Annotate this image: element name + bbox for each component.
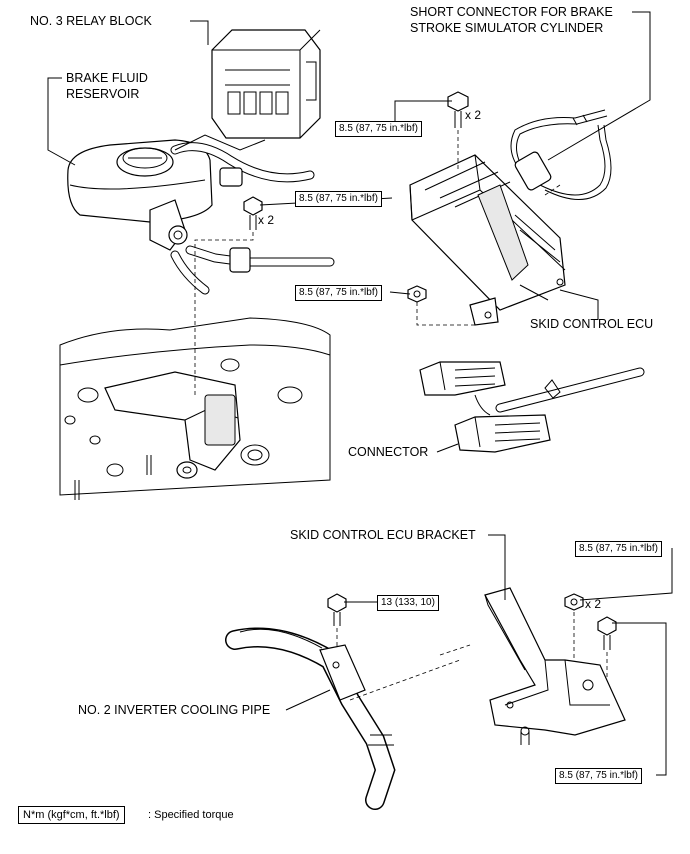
connector-part: [419, 361, 645, 453]
skid-ecu-label: SKID CONTROL ECU: [530, 317, 654, 331]
torque-spec-reservoir-bolt: 8.5 (87, 75 in.*lbf): [295, 191, 382, 207]
quantity-bracket-nut: x 2: [585, 597, 602, 611]
nut-ecu-bottom: [407, 285, 427, 303]
bolt-reservoir: [243, 196, 263, 230]
torque-spec-ecu-bolt: 8.5 (87, 75 in.*lbf): [335, 121, 422, 137]
legend-unit-box: N*m (kgf*cm, ft.*lbf): [18, 806, 125, 824]
relay-block-part: [211, 29, 321, 139]
torque-spec-ecu-nut: 8.5 (87, 75 in.*lbf): [295, 285, 382, 301]
bolt-pipe: [327, 593, 347, 626]
inverter-pipe-label: NO. 2 INVERTER COOLING PIPE: [78, 703, 271, 717]
torque-spec-bracket-nut: 8.5 (87, 75 in.*lbf): [575, 541, 662, 557]
short-connector-label-line1: SHORT CONNECTOR FOR BRAKE: [410, 5, 613, 19]
assembly-lines: [194, 130, 608, 701]
body-panel: [59, 317, 331, 500]
brake-fluid-label-line1: BRAKE FLUID: [66, 71, 148, 85]
reservoir-hoses: [170, 134, 335, 295]
inverter-pipe-part: [225, 627, 396, 810]
quantity-ecu-bolt: x 2: [465, 108, 482, 122]
reservoir-part: [67, 139, 213, 251]
skid-ecu-part: [409, 154, 566, 326]
short-connector-part: [510, 109, 612, 200]
bolt-bracket: [597, 616, 617, 650]
torque-spec-bracket-bolt: 8.5 (87, 75 in.*lbf): [555, 768, 642, 784]
short-connector-label-line2: STROKE SIMULATOR CYLINDER: [410, 21, 604, 35]
brake-fluid-label-line2: RESERVOIR: [66, 87, 140, 101]
torque-spec-pipe-bolt: 13 (133, 10): [377, 595, 439, 611]
nut-bracket: [564, 593, 584, 611]
quantity-reservoir-bolt: x 2: [258, 213, 275, 227]
ecu-bracket-part: [484, 587, 626, 745]
connector-label: CONNECTOR: [348, 445, 429, 459]
legend-text: : Specified torque: [148, 809, 234, 821]
bolt-ecu-top: [447, 91, 469, 128]
relay-block-label: NO. 3 RELAY BLOCK: [30, 14, 152, 28]
skid-ecu-bracket-label: SKID CONTROL ECU BRACKET: [290, 528, 476, 542]
